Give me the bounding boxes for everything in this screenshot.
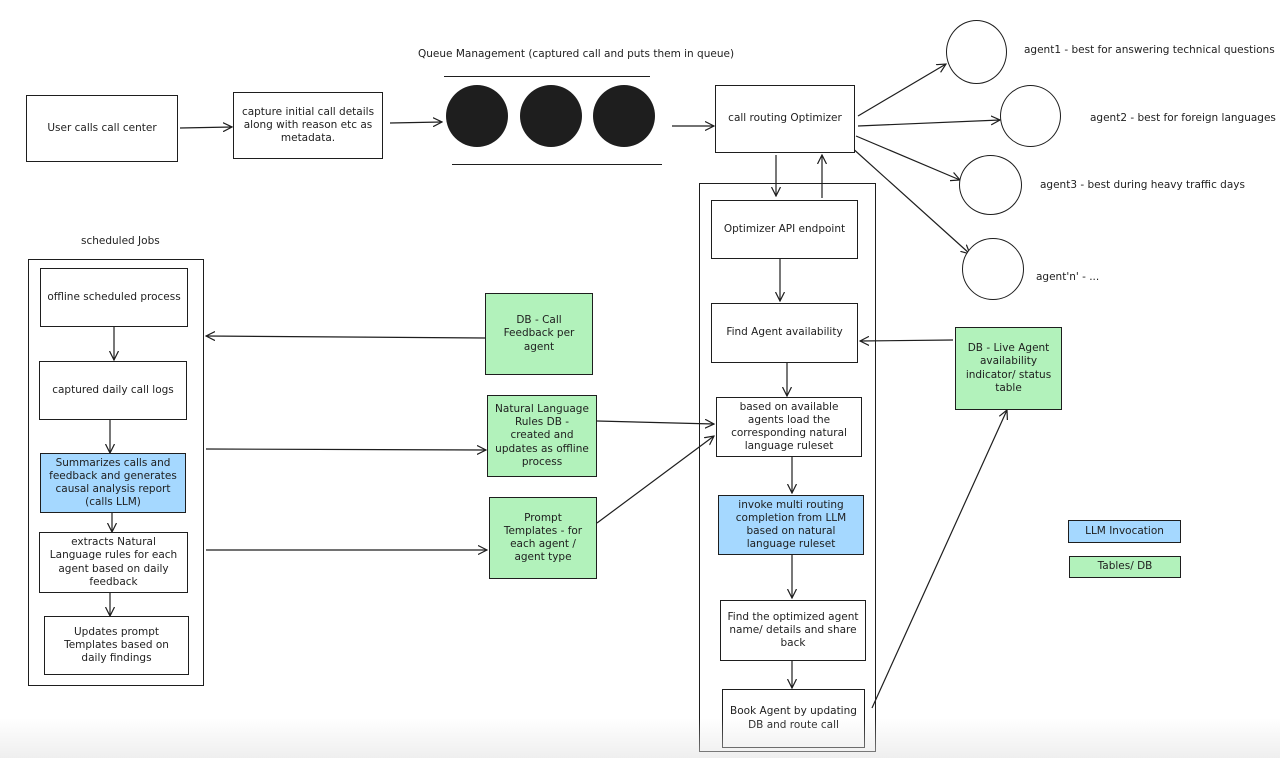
find-availability-box: Find Agent availability [711,303,858,363]
extract-rules-box: extracts Natural Language rules for each… [39,532,188,593]
arrow-router-to-agent1 [857,64,946,117]
queue-title: Queue Management (captured call and puts… [418,48,735,60]
legend-tables-db: Tables/ DB [1069,556,1181,578]
agentn-label: agent'n' - ... [1036,271,1100,283]
agent3-circle [959,155,1022,215]
summarize-llm-box: Summarizes calls and feedback and genera… [40,453,186,513]
scheduled-jobs-frame [28,259,204,686]
nl-rules-db-box: Natural Language Rules DB - created and … [487,395,597,477]
daily-logs-box: captured daily call logs [39,361,187,420]
invoke-llm-box: invoke multi routing completion from LLM… [718,495,864,555]
arrow-nlrules-to-load [596,421,714,424]
book-agent-label: Book Agent by updating DB and route call [730,705,857,731]
book-agent-box: Book Agent by updating DB and route call [722,689,865,748]
arrow-router-to-agent2 [857,120,1000,127]
load-ruleset-label: based on available agents load the corre… [731,400,847,453]
offline-process-label: offline scheduled process [47,290,181,303]
prompt-templates-db-label: Prompt Templates - for each agent / agen… [503,511,583,564]
summarize-llm-label: Summarizes calls and feedback and genera… [49,456,177,509]
queue-bottom-line [452,164,662,165]
arrow-user-to-capture [179,127,232,128]
nl-rules-db-label: Natural Language Rules DB - created and … [495,403,589,468]
legend-llm-invocation: LLM Invocation [1068,520,1181,543]
agent2-circle [1000,85,1061,147]
user-calls-label: User calls call center [47,121,157,134]
api-endpoint-box: Optimizer API endpoint [711,200,858,259]
agent1-circle [946,20,1007,84]
arrow-feedback-to-jobs [206,336,486,338]
optimizer-frame [699,183,876,752]
arrow-jobs-to-nlrules [205,449,486,450]
queued-call-2 [520,85,582,147]
arrow-capture-to-queue [389,122,442,123]
prompt-templates-db-box: Prompt Templates - for each agent / agen… [489,497,597,579]
user-calls-box: User calls call center [26,95,178,162]
legend-llm-label: LLM Invocation [1085,524,1164,537]
agent3-label: agent3 - best during heavy traffic days [1040,179,1245,191]
arrow-router-to-agentn [849,145,970,254]
find-optimized-label: Find the optimized agent name/ details a… [727,610,859,650]
call-feedback-db-label: DB - Call Feedback per agent [503,314,575,353]
offline-process-box: offline scheduled process [40,268,188,327]
queued-call-3 [593,85,655,147]
call-routing-optimizer-label: call routing Optimizer [728,112,842,125]
scheduled-jobs-title: scheduled Jobs [81,235,160,247]
arrow-book-to-livedb [871,410,1007,709]
live-agent-db-box: DB - Live Agent availability indicator/ … [955,327,1062,410]
extract-rules-label: extracts Natural Language rules for each… [49,536,178,588]
arrow-templates-to-load [596,436,714,524]
load-ruleset-box: based on available agents load the corre… [716,397,862,457]
agentn-circle [962,238,1024,300]
capture-details-box: capture initial call details along with … [233,92,383,159]
api-endpoint-label: Optimizer API endpoint [723,222,846,235]
update-templates-box: Updates prompt Templates based on daily … [44,616,189,675]
call-feedback-db-box: DB - Call Feedback per agent [485,293,593,375]
daily-logs-label: captured daily call logs [52,383,174,396]
agent1-label: agent1 - best for answering technical qu… [1024,44,1275,56]
find-availability-label: Find Agent availability [726,326,843,339]
live-agent-db-label: DB - Live Agent availability indicator/ … [965,342,1052,394]
update-templates-label: Updates prompt Templates based on daily … [64,625,169,665]
agent2-label: agent2 - best for foreign languages [1090,112,1276,124]
find-optimized-box: Find the optimized agent name/ details a… [720,600,866,661]
arrow-router-to-agent3 [855,135,960,180]
queue-top-line [444,76,650,77]
legend-tables-label: Tables/ DB [1097,560,1153,573]
queued-call-1 [446,85,508,147]
call-routing-optimizer-box: call routing Optimizer [715,85,855,153]
invoke-llm-label: invoke multi routing completion from LLM… [735,498,847,551]
capture-details-label: capture initial call details along with … [241,105,375,145]
